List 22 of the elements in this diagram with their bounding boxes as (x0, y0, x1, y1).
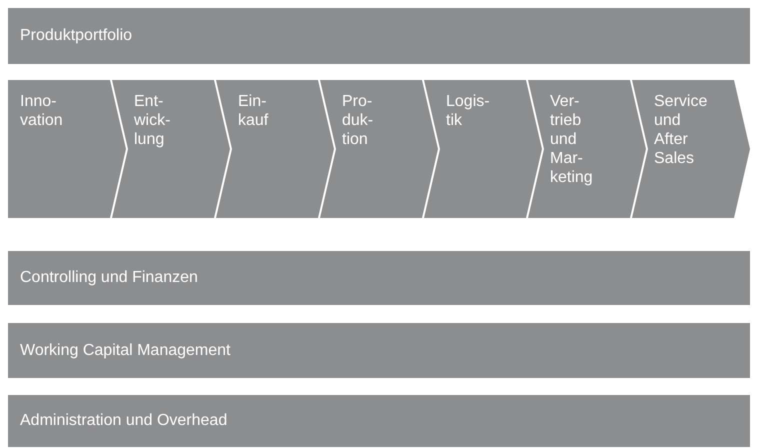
step-label: Ver- trieb und Mar- keting (550, 92, 593, 187)
category-band (8, 395, 750, 447)
step-label: Inno- vation (20, 92, 63, 130)
band-label: Produktportfolio (20, 27, 132, 45)
category-band (8, 251, 750, 305)
chevron-step (320, 80, 438, 218)
chevron-step (8, 80, 126, 218)
band-label: Working Capital Management (20, 342, 230, 360)
chevron-step (528, 80, 646, 218)
band-label: Administration und Overhead (20, 412, 228, 430)
chevron-step (632, 80, 750, 218)
step-label: Service und After Sales (654, 92, 708, 168)
band-label: Controlling und Finanzen (20, 269, 198, 287)
step-label: Ein- kauf (238, 92, 268, 130)
chevron-step (112, 80, 230, 218)
step-label: Pro- duk- tion (342, 92, 374, 149)
chevron-step (424, 80, 542, 218)
category-band (8, 323, 750, 378)
chevron-step (216, 80, 334, 218)
step-label: Logis- tik (446, 92, 490, 130)
category-band (8, 8, 750, 64)
step-label: Ent- wick- lung (134, 92, 170, 149)
